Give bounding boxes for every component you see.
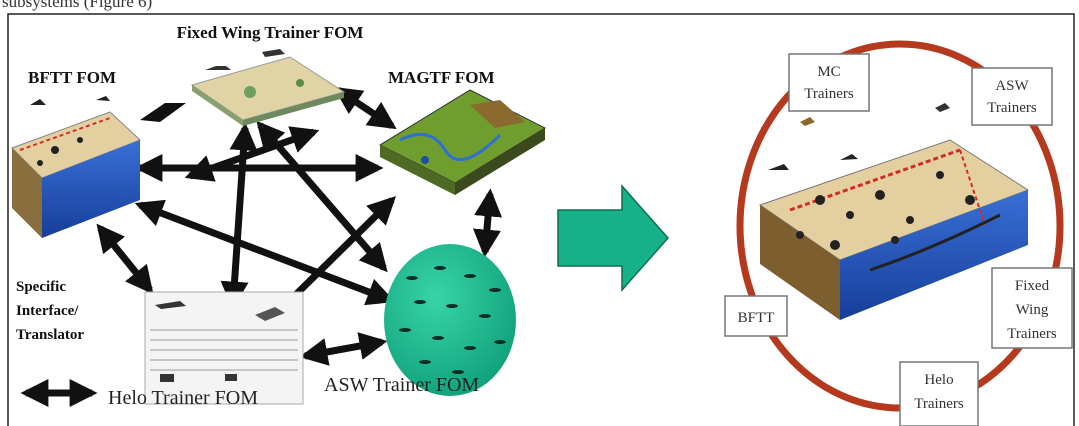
bftt-terrain-image — [11, 96, 141, 238]
legend: Specific Interface/ Translator — [16, 279, 98, 407]
bftt-fom-label: BFTT FOM — [28, 68, 116, 87]
arrow-fw-magtf — [333, 86, 397, 130]
caption-fragment: subsystems (Figure 6) — [2, 0, 153, 11]
mc-trainers-line1: MC — [817, 64, 840, 80]
asw-fom-label: ASW Trainer FOM — [324, 374, 479, 396]
figure-frame — [7, 13, 1075, 426]
arrow-helo-asw — [299, 332, 388, 366]
bftt-box: BFTT — [724, 295, 788, 337]
magtf-terrain-image — [378, 89, 547, 195]
asw-globe-image — [384, 244, 516, 396]
helo-fom-label: Helo Trainer FOM — [108, 387, 258, 409]
helo-trainers-line1: Helo — [924, 372, 953, 388]
fixed-wing-line3: Trainers — [1007, 326, 1057, 342]
magtf-fom-label: MAGTF FOM — [388, 68, 495, 87]
legend-line-3: Translator — [16, 327, 84, 343]
unified-terrain-image — [758, 103, 1030, 320]
helo-terrain-image — [144, 291, 304, 405]
bftt-box-label: BFTT — [738, 310, 775, 326]
fixed-wing-line1: Fixed — [1015, 278, 1050, 294]
asw-trainers-box: ASW Trainers — [971, 67, 1053, 126]
interface-arrows — [96, 86, 503, 366]
fixed-wing-line2: Wing — [1016, 302, 1049, 318]
connector-diamond — [140, 103, 186, 122]
arrow-magtf-asw — [472, 188, 503, 258]
mc-trainers-line2: Trainers — [804, 86, 854, 102]
helo-trainers-line2: Trainers — [914, 396, 964, 412]
fixed-wing-fom-label: Fixed Wing Trainer FOM — [177, 23, 364, 42]
legend-line-2: Interface/ — [16, 303, 79, 319]
arrow-bftt-asw — [134, 199, 396, 306]
asw-trainers-line2: Trainers — [987, 100, 1037, 116]
fixed-wing-terrain-image — [190, 49, 346, 126]
arrow-bftt-helo — [96, 223, 154, 295]
mc-trainers-box: MC Trainers — [788, 53, 870, 112]
legend-line-1: Specific — [16, 279, 66, 295]
transition-arrow-icon — [557, 184, 670, 292]
arrow-fw-bftt — [184, 126, 320, 182]
helo-trainers-box: Helo Trainers — [899, 361, 979, 426]
asw-trainers-line1: ASW — [995, 78, 1029, 94]
fixed-wing-trainers-box: Fixed Wing Trainers — [991, 267, 1073, 349]
